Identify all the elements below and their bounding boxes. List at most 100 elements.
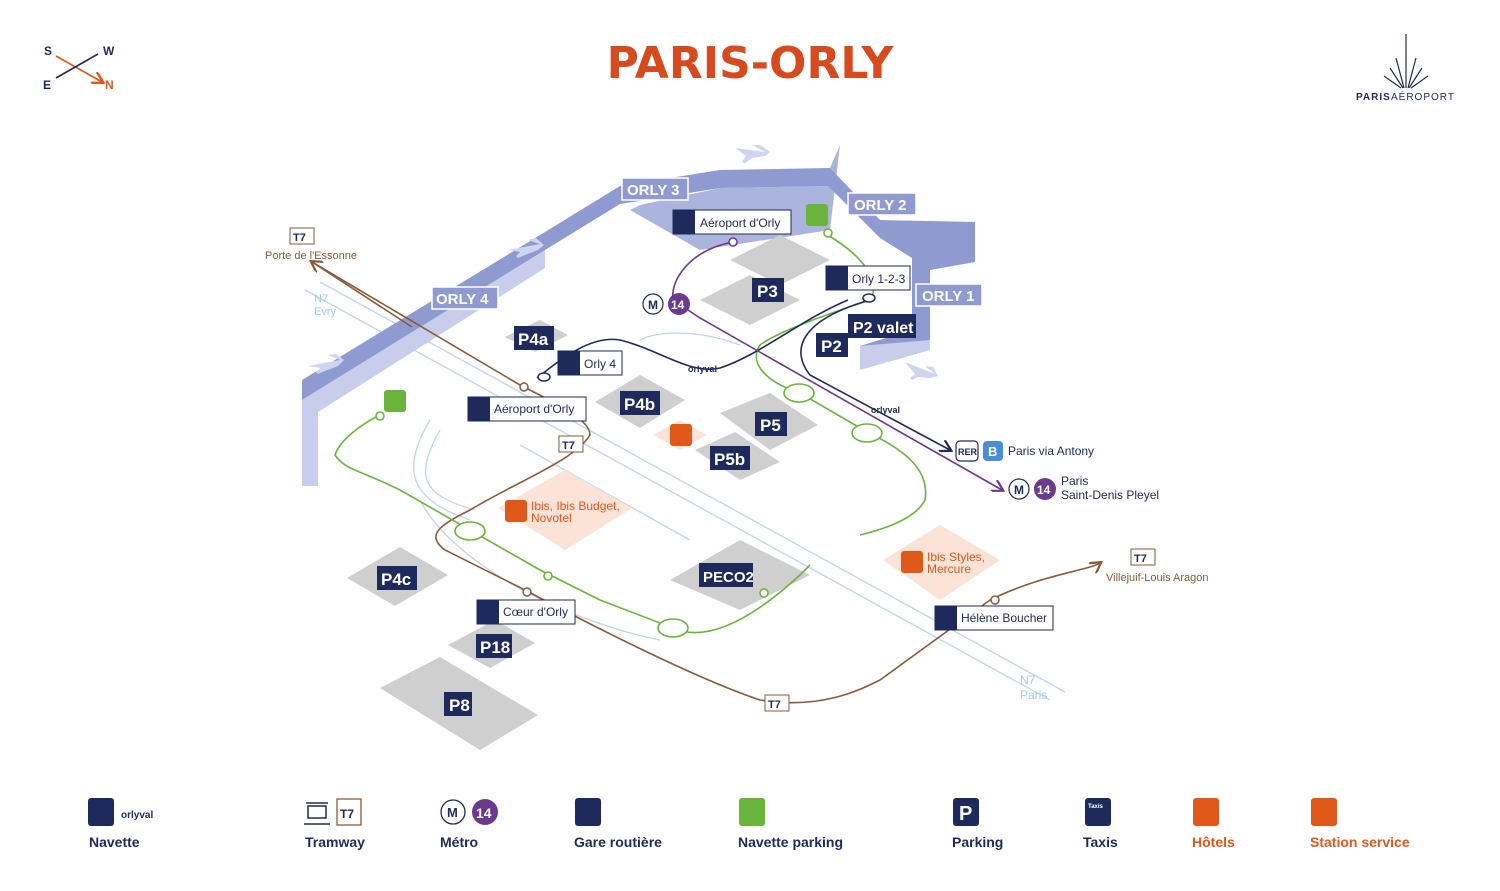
shuttle-stop bbox=[657, 618, 689, 638]
svg-text:14: 14 bbox=[1037, 483, 1051, 497]
tram-icon bbox=[468, 397, 490, 421]
parking-p5: P5 bbox=[760, 416, 781, 435]
parking-badge-p3 bbox=[752, 278, 784, 302]
tram-stop bbox=[522, 587, 532, 597]
orlyval-wordmark: orlyval bbox=[688, 364, 717, 374]
station-service-icon bbox=[670, 424, 692, 446]
parking-p4c: P4c bbox=[381, 570, 411, 589]
logo-paris: PARIS bbox=[1356, 92, 1391, 103]
legend-station-service: Station service bbox=[1310, 834, 1410, 850]
compass-w: W bbox=[103, 44, 115, 58]
legend-metro-icon bbox=[440, 799, 466, 825]
legend-parking-icon bbox=[953, 798, 979, 826]
parking-badge-p2 bbox=[816, 333, 848, 357]
shuttle-stop bbox=[851, 423, 883, 443]
parking-badge-peco2 bbox=[699, 563, 753, 587]
metro-14-destination: M 14 Paris Saint-Denis Pleyel bbox=[1008, 474, 1159, 502]
svg-text:Cœur d'Orly: Cœur d'Orly bbox=[503, 605, 568, 619]
svg-text:T7: T7 bbox=[768, 699, 781, 711]
compass-rose: S W E N bbox=[43, 44, 115, 92]
tram-icon bbox=[477, 600, 499, 624]
tram-stop bbox=[990, 595, 1000, 605]
svg-text:M: M bbox=[1014, 483, 1024, 497]
logo-aeroport: AÉROPORT bbox=[1391, 90, 1455, 103]
svg-text:T7: T7 bbox=[1134, 553, 1147, 565]
parking-p8: P8 bbox=[449, 696, 470, 715]
station-coeur-orly: Cœur d'Orly bbox=[476, 599, 576, 625]
legend-bus-icon bbox=[575, 798, 601, 826]
legend-t7-badge bbox=[336, 798, 362, 826]
road-n7-paris-2: Paris bbox=[1020, 688, 1047, 702]
legend-taxis: Taxis bbox=[1083, 834, 1118, 850]
shuttle-stop bbox=[783, 383, 815, 403]
rer-b-destination: RER B Paris via Antony bbox=[955, 440, 1094, 462]
svg-text:Taxis: Taxis bbox=[1088, 804, 1104, 810]
tram-icon bbox=[826, 266, 848, 290]
legend-shuttle-parking-icon bbox=[739, 798, 765, 826]
svg-text:Hélène Boucher: Hélène Boucher bbox=[961, 611, 1047, 625]
parking-badge-p4c bbox=[377, 566, 417, 590]
svg-text:Aéroport d'Orly: Aéroport d'Orly bbox=[494, 402, 574, 416]
svg-text:M: M bbox=[648, 298, 658, 312]
shuttle-stop-small bbox=[759, 588, 769, 598]
parking-peco2: PECO2 bbox=[703, 569, 754, 586]
svg-text:Orly 4: Orly 4 bbox=[584, 357, 616, 371]
legend-navette: Navette bbox=[89, 834, 140, 850]
tram-icon bbox=[558, 351, 580, 375]
hotel-icon bbox=[505, 500, 527, 522]
tram-stop bbox=[519, 382, 529, 392]
legend: orlyval T7 M 14 P Taxis bbox=[88, 798, 1337, 826]
station-orly-1-2-3: Orly 1-2-3 bbox=[825, 265, 911, 291]
tram-icon bbox=[935, 606, 957, 630]
legend-orlyval-wordmark: orlyval bbox=[121, 810, 153, 821]
orlyval-stop bbox=[862, 293, 876, 303]
legend-hotel-icon bbox=[1193, 798, 1219, 826]
compass-s: S bbox=[44, 44, 52, 58]
parking-badge-p4a bbox=[514, 326, 554, 350]
dest-porte-essonne: Porte de l'Essonne bbox=[265, 250, 357, 262]
orlyval-wordmark: orlyval bbox=[871, 405, 900, 415]
t7-badge-villejuif: T7 bbox=[1130, 548, 1156, 566]
legend-tramway: Tramway bbox=[305, 834, 365, 850]
t7-badge-bottom: T7 bbox=[764, 694, 790, 712]
parking-p5b: P5b bbox=[714, 450, 745, 469]
station-orly-4: Orly 4 bbox=[557, 350, 623, 376]
legend-parking: Parking bbox=[952, 834, 1004, 850]
terminal-orly1: ORLY 1 bbox=[922, 288, 975, 305]
terminal-orly4: ORLY 4 bbox=[436, 291, 489, 308]
shuttle-stop-small bbox=[375, 411, 385, 421]
svg-text:Orly 1-2-3: Orly 1-2-3 bbox=[852, 272, 906, 286]
hotel-styles-2: Mercure bbox=[927, 562, 971, 576]
legend-tram-icon bbox=[304, 802, 330, 825]
dest-villejuif: Villejuif-Louis Aragon bbox=[1106, 572, 1209, 584]
svg-text:T7: T7 bbox=[562, 440, 575, 452]
paris-aeroport-logo: PARIS AÉROPORT bbox=[1356, 34, 1455, 103]
orlyval-line bbox=[536, 299, 950, 450]
legend-gare-routiere: Gare routière bbox=[574, 834, 662, 850]
orly3-badge bbox=[621, 177, 689, 201]
parking-badge-p4b bbox=[620, 391, 660, 415]
parking-p2: P2 bbox=[821, 337, 842, 356]
parking-p18: P18 bbox=[480, 638, 510, 657]
parking-p2valet: P2 valet bbox=[853, 320, 914, 337]
parking-badge-p8 bbox=[444, 692, 472, 716]
parking-p4b: P4b bbox=[624, 395, 655, 414]
parking-p3: P3 bbox=[757, 282, 778, 301]
page-title: PARIS-ORLY bbox=[606, 38, 894, 89]
orly1-badge bbox=[915, 283, 983, 307]
hotel-styles-1: Ibis Styles, bbox=[927, 550, 985, 564]
metro-badge-map: M 14 bbox=[642, 293, 690, 315]
tram-icon bbox=[673, 210, 695, 234]
shuttle-parking-icon bbox=[384, 390, 406, 412]
legend-metro-14-badge bbox=[472, 799, 498, 825]
orly2-badge bbox=[847, 192, 917, 216]
station-aeroport-orly-mid: Aéroport d'Orly bbox=[467, 396, 587, 422]
hotel-icon bbox=[901, 551, 923, 573]
airplane-icon bbox=[735, 145, 770, 163]
shuttle-stop bbox=[454, 521, 486, 541]
parking-badge-p5b bbox=[710, 446, 750, 470]
shuttle-parking-icon bbox=[806, 204, 828, 226]
shuttle-stop-small bbox=[823, 228, 833, 238]
svg-text:14: 14 bbox=[476, 805, 492, 821]
station-aeroport-orly-top: Aéroport d'Orly bbox=[672, 209, 792, 235]
